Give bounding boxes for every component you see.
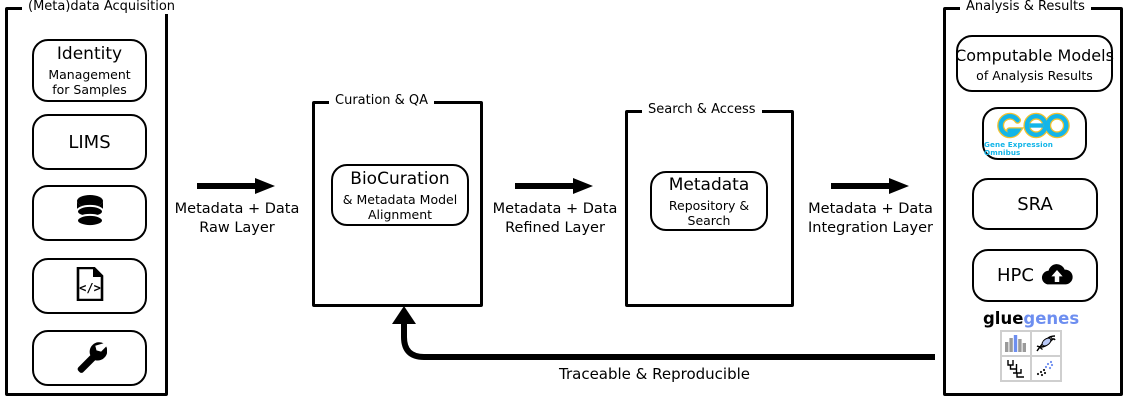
panel-analysis-results: Analysis & Results Computable Models of …: [943, 0, 1123, 396]
node-sra-title: SRA: [1017, 193, 1053, 215]
dendrogram-icon: [1001, 356, 1032, 381]
arrow-label-raw-layer-line2: Raw Layer: [199, 220, 275, 236]
panel-title-metadata-acquisition: (Meta)data Acquisition: [22, 0, 182, 14]
arrow-label-refined-layer-line1: Metadata + Data: [492, 201, 618, 217]
node-biocuration-subtitle-2: Alignment: [367, 206, 433, 222]
arrow-label-integration-layer-line2: Integration Layer: [808, 220, 933, 236]
node-computable-models-subtitle: of Analysis Results: [976, 67, 1093, 83]
node-code-file[interactable]: </>: [32, 258, 147, 314]
dna-helix-icon: [1031, 331, 1062, 356]
node-identity-subtitle-1: Management: [48, 67, 131, 82]
node-computable-models-title: Computable Models: [955, 45, 1114, 65]
panel-metadata-acquisition: (Meta)data Acquisition Identity Manageme…: [5, 0, 182, 396]
node-biocuration-subtitle-1: & Metadata Model: [342, 191, 458, 207]
node-database[interactable]: [32, 185, 147, 241]
arrow-right-icon: [515, 178, 593, 194]
arrow-label-integration-layer-line1: Metadata + Data: [808, 201, 933, 217]
gluegenes-word-glue: glue: [983, 309, 1024, 328]
svg-text:</>: </>: [79, 281, 101, 295]
node-hpc[interactable]: HPC: [972, 249, 1098, 302]
panel-title-curation-qa: Curation & QA: [329, 93, 435, 108]
node-lims-title: LIMS: [68, 131, 111, 153]
arrow-group-integration-layer: Metadata + Data Integration Layer: [803, 175, 938, 238]
arrow-label-refined-layer-line2: Refined Layer: [505, 220, 605, 236]
node-metadata-repository-subtitle-2: Search: [687, 212, 731, 228]
gluegenes-tile-grid: [1000, 330, 1063, 382]
arrow-right-icon: [197, 178, 275, 194]
node-geo[interactable]: Gene Expression Omnibus: [982, 107, 1087, 160]
node-wrench[interactable]: [32, 330, 147, 386]
node-identity-subtitle-2: for Samples: [52, 82, 127, 97]
node-biocuration-title: BioCuration: [350, 168, 450, 189]
gluegenes-wordmark: gluegenes: [983, 310, 1079, 328]
scatter-dots-icon: [1031, 356, 1062, 381]
wrench-icon: [73, 339, 107, 377]
arrow-label-raw-layer-line1: Metadata + Data: [174, 201, 300, 217]
arrow-group-refined-layer: Metadata + Data Refined Layer: [490, 175, 620, 238]
node-identity[interactable]: Identity Management for Samples: [32, 39, 147, 102]
node-computable-models[interactable]: Computable Models of Analysis Results: [955, 35, 1114, 92]
bar-chart-icon: [1001, 331, 1032, 356]
panel-curation-qa: Curation & QA BioCuration & Metadata Mod…: [312, 93, 483, 307]
feedback-loop-label: Traceable & Reproducible: [559, 365, 751, 383]
node-identity-title: Identity: [56, 44, 123, 64]
cloud-upload-icon: [1041, 262, 1073, 290]
node-biocuration[interactable]: BioCuration & Metadata Model Alignment: [331, 164, 469, 226]
panel-search-access: Search & Access Metadata Repository & Se…: [625, 102, 794, 307]
geo-logo-subtitle: Gene Expression Omnibus: [984, 140, 1053, 157]
node-lims[interactable]: LIMS: [32, 114, 147, 170]
panel-title-search-access: Search & Access: [642, 102, 762, 117]
gluegenes-word-genes: genes: [1023, 309, 1080, 328]
geo-logo-icon: Gene Expression Omnibus: [984, 111, 1085, 157]
node-metadata-repository-title: Metadata: [668, 174, 750, 195]
node-metadata-repository-subtitle-1: Repository &: [668, 197, 750, 213]
panel-title-analysis-results: Analysis & Results: [960, 0, 1091, 14]
brand-gluegenes[interactable]: gluegenes: [983, 310, 1079, 382]
code-file-icon: </>: [76, 266, 104, 305]
database-icon: [75, 194, 105, 232]
node-metadata-repository[interactable]: Metadata Repository & Search: [650, 171, 768, 231]
arrow-group-raw-layer: Metadata + Data Raw Layer: [172, 175, 302, 238]
arrow-right-icon: [830, 178, 909, 194]
node-hpc-title: HPC: [997, 265, 1034, 286]
node-sra[interactable]: SRA: [972, 178, 1098, 230]
